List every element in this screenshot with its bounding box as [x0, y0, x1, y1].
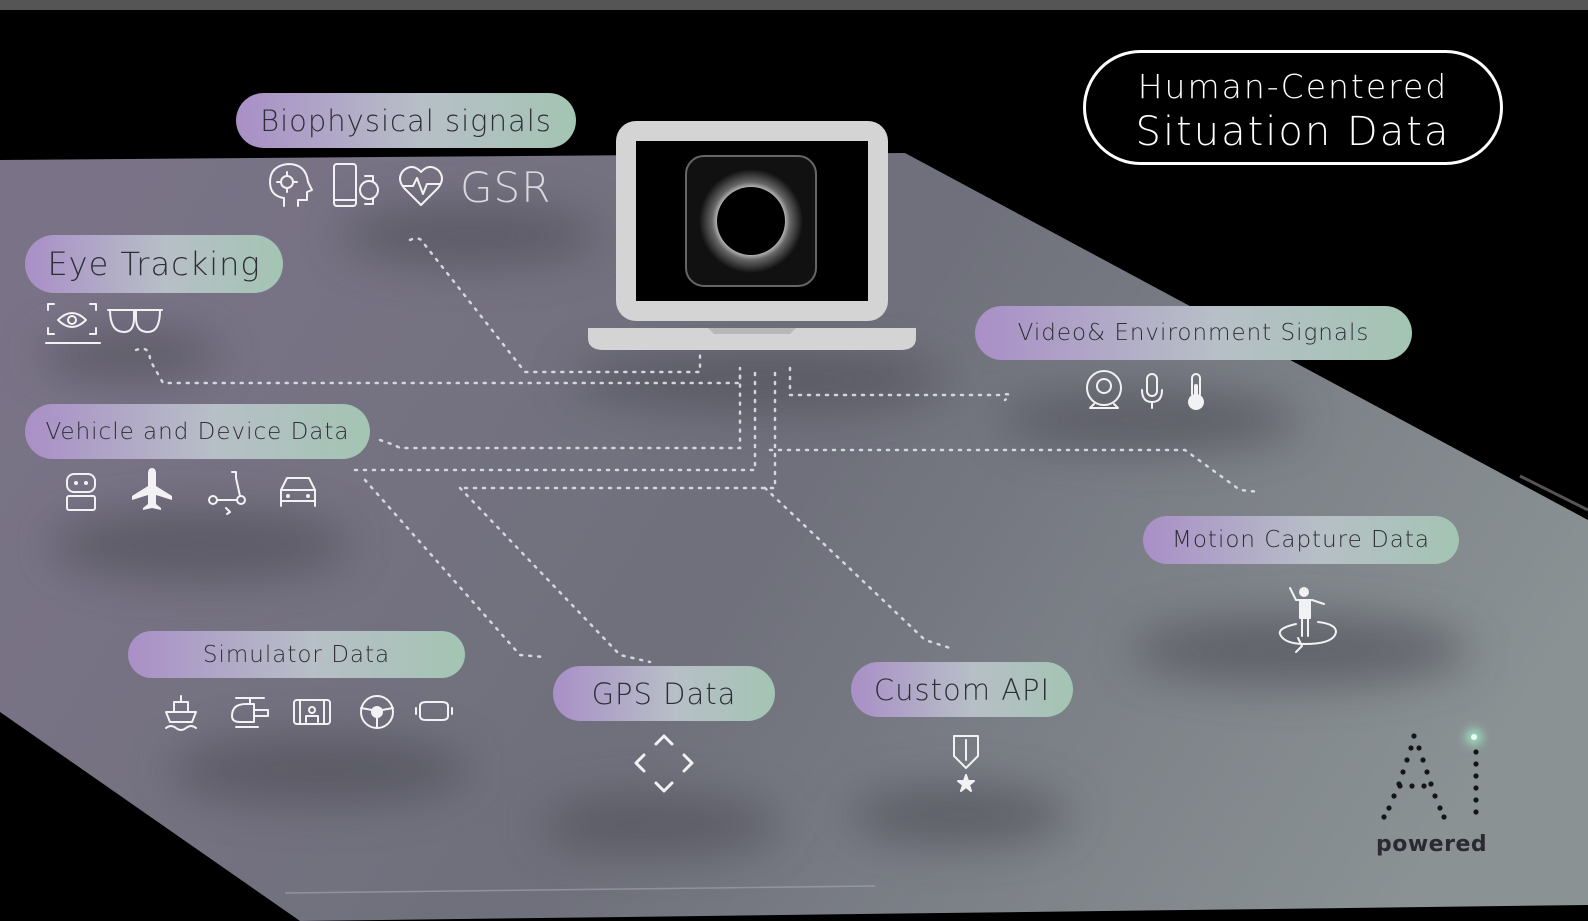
vehicle-device-data-label: Vehicle and Device Data — [25, 404, 370, 459]
webcam-icon — [1086, 370, 1122, 409]
rotating-person-icon — [1278, 587, 1337, 653]
connector-gps — [458, 486, 652, 664]
eye-screen-icon — [45, 303, 101, 344]
gsr-label: GSR — [460, 163, 552, 212]
connector-video — [788, 366, 1011, 402]
gps-data-label: GPS Data — [553, 666, 775, 721]
motion-capture-data-label: Motion Capture Data — [1143, 516, 1459, 564]
airplane-icon — [132, 468, 172, 510]
connector-custom-api — [763, 486, 952, 650]
shadows — [40, 205, 1470, 855]
connector-simulator — [363, 478, 547, 659]
biophysical-signals-label: Biophysical signals — [236, 93, 576, 148]
title-line-2: Situation Data — [1135, 109, 1451, 155]
cockpit-icon — [293, 699, 331, 725]
connector-biophysical — [408, 237, 702, 374]
microphone-icon — [1141, 373, 1163, 409]
custom-api-label: Custom API — [851, 662, 1073, 717]
heart-rate-icon — [399, 166, 443, 206]
connector-vehicle-2 — [353, 366, 757, 472]
thermometer-icon — [1188, 373, 1204, 410]
laptop-icon — [588, 121, 916, 350]
ship-icon — [165, 695, 197, 731]
video-environment-signals-label: Video& Environment Signals — [975, 306, 1412, 360]
simulator-data-label: Simulator Data — [128, 631, 465, 678]
smartwatch-icon — [333, 163, 379, 207]
ai-powered-caption: powered — [1376, 832, 1488, 857]
car-icon — [280, 477, 316, 507]
medal-icon — [953, 735, 979, 792]
focus-arrows-icon — [634, 734, 694, 793]
eye-tracking-label: Eye Tracking — [25, 235, 283, 293]
connector-lines — [134, 237, 1262, 664]
top-border — [0, 0, 1588, 10]
glasses-icon — [107, 309, 163, 333]
helicopter-icon — [231, 697, 269, 728]
vr-headset-icon — [415, 701, 453, 721]
scooter-icon — [208, 471, 246, 515]
robot-icon — [66, 473, 96, 511]
title-badge: Human-Centered Situation Data — [1083, 50, 1503, 165]
steering-wheel-icon — [360, 695, 394, 729]
ai-powered-mark — [1381, 729, 1482, 820]
connector-vehicle-3 — [463, 366, 777, 490]
brain-head-icon — [269, 163, 313, 207]
connector-motion — [768, 448, 1262, 494]
title-line-1: Human-Centered — [1137, 67, 1449, 106]
